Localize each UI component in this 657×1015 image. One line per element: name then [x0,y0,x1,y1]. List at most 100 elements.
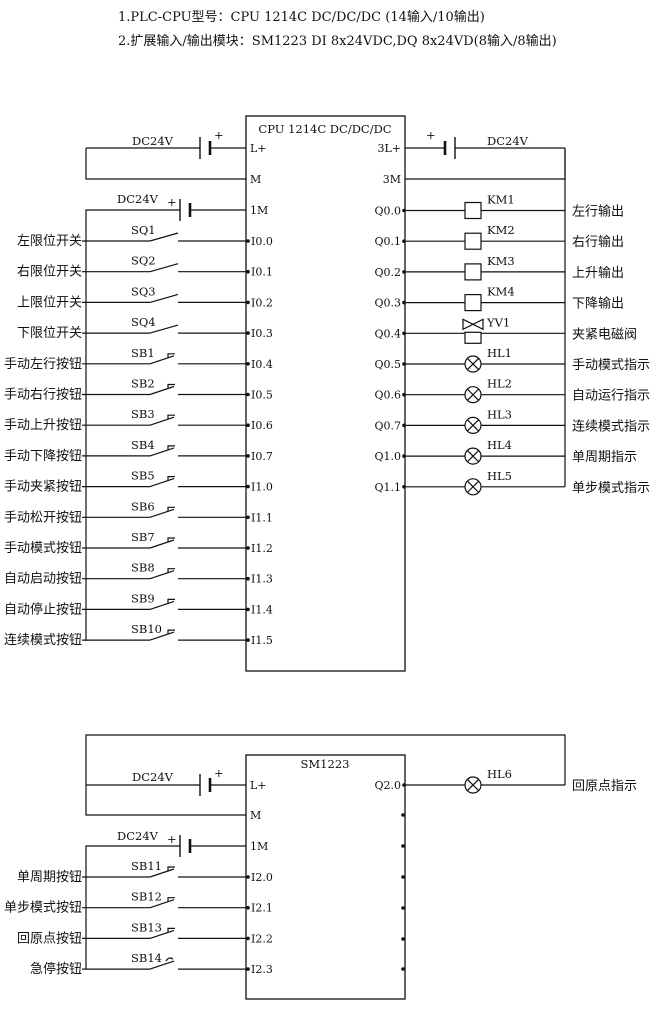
cpu-output-supply-label: DC24V [487,134,529,148]
input-device-tag: SB1 [131,346,155,360]
limit-switch-symbol [149,263,179,273]
push-button-actuator-icon [167,506,175,512]
output-label: 夹紧电磁阀 [572,327,637,342]
sm-input-rungs: 单周期按钮SB11I2.0单步模式按钮SB12I2.1回原点按钮SB13I2.2… [4,859,273,977]
push-button-actuator-icon [167,383,175,389]
output-device-tag: HL1 [487,346,512,360]
output-pin-label: Q0.6 [374,389,401,402]
relay-coil-symbol [464,263,482,281]
cpu-output-supply-plus: + [426,128,436,142]
output-label: 手动模式指示 [572,358,650,373]
push-button-symbol [149,868,175,878]
push-button-actuator-icon [167,476,175,481]
input-pin-label: I1.5 [251,634,273,647]
input-label: 手动右行按钮 [4,388,82,403]
output-terminal [402,783,406,787]
sm-input-supply-plus: + [167,832,177,846]
sm-pin-m: M [250,809,261,822]
input-pin-label: I0.0 [251,235,273,248]
note-line-1: 1.PLC-CPU型号：CPU 1214C DC/DC/DC (14输入/10输… [118,10,485,25]
push-button-symbol [149,570,175,580]
input-terminal [246,905,250,910]
indicator-lamp-cross [466,449,480,463]
push-button-actuator-icon [167,897,175,902]
push-button-actuator-icon [167,927,175,933]
diagram-notes: 1.PLC-CPU型号：CPU 1214C DC/DC/DC (14输入/10输… [118,6,557,54]
push-button-actuator-icon [167,537,175,542]
indicator-lamp-cross [466,388,480,401]
output-terminal [402,454,406,458]
push-button-symbol [149,478,175,488]
push-button-symbol [149,447,175,457]
output-terminal [402,208,406,213]
output-terminal [402,300,406,305]
cpu-supply-label: DC24V [132,134,174,148]
push-button-symbol [149,929,175,939]
input-device-tag: SB5 [131,469,155,483]
input-terminal [246,269,250,274]
output-terminal [402,331,406,336]
relay-coil-symbol [464,201,482,220]
push-button-symbol [149,355,175,365]
input-device-tag: SB2 [131,377,155,391]
limit-switch-symbol [149,293,179,303]
estop-actuator-icon [165,957,174,962]
output-pin-label: Q0.3 [374,297,401,310]
input-pin-label: I0.2 [251,296,273,309]
input-pin-label: I2.0 [251,871,273,884]
push-button-symbol [149,539,175,549]
input-pin-label: I1.3 [251,573,273,586]
input-terminal [246,454,250,458]
input-terminal [246,967,250,971]
output-pin-label: Q0.2 [374,266,401,279]
push-button-symbol [149,631,175,641]
input-label: 回原点按钮 [17,931,82,946]
input-label: 下限位开关 [17,326,82,341]
cpu-supply-plus: + [214,128,224,142]
output-device-tag: HL3 [487,407,512,421]
input-label: 手动模式按钮 [4,541,82,556]
output-label: 自动运行指示 [572,389,650,404]
push-button-actuator-icon [167,445,175,450]
input-device-tag: SB14 [131,951,162,965]
input-terminal [246,300,250,305]
input-terminal [246,936,250,941]
input-label: 单步模式按钮 [4,901,82,916]
input-pin-label: I2.1 [251,902,273,915]
input-pin-label: I0.3 [251,327,273,340]
sm-input-supply-battery [85,835,246,969]
output-label: 回原点指示 [572,779,637,794]
input-terminal [246,576,250,581]
output-pin-label: Q2.0 [374,779,401,792]
input-label: 上限位开关 [17,295,82,310]
input-label: 自动停止按钮 [4,601,82,617]
input-terminal [246,638,250,642]
sm-module-title: SM1223 [301,757,350,771]
push-button-actuator-icon [167,866,175,871]
output-label: 左行输出 [572,204,624,220]
estop-button-symbol [149,960,175,970]
push-button-actuator-icon [167,414,175,420]
push-button-actuator-icon [167,568,175,573]
push-button-actuator-icon [167,598,175,604]
input-pin-label: I1.4 [251,603,273,616]
cpu-supply-battery [85,137,246,180]
sm-supply-label: DC24V [132,770,174,784]
cpu-module-title: CPU 1214C DC/DC/DC [258,122,391,136]
cpu-input-supply-label: DC24V [117,192,159,206]
